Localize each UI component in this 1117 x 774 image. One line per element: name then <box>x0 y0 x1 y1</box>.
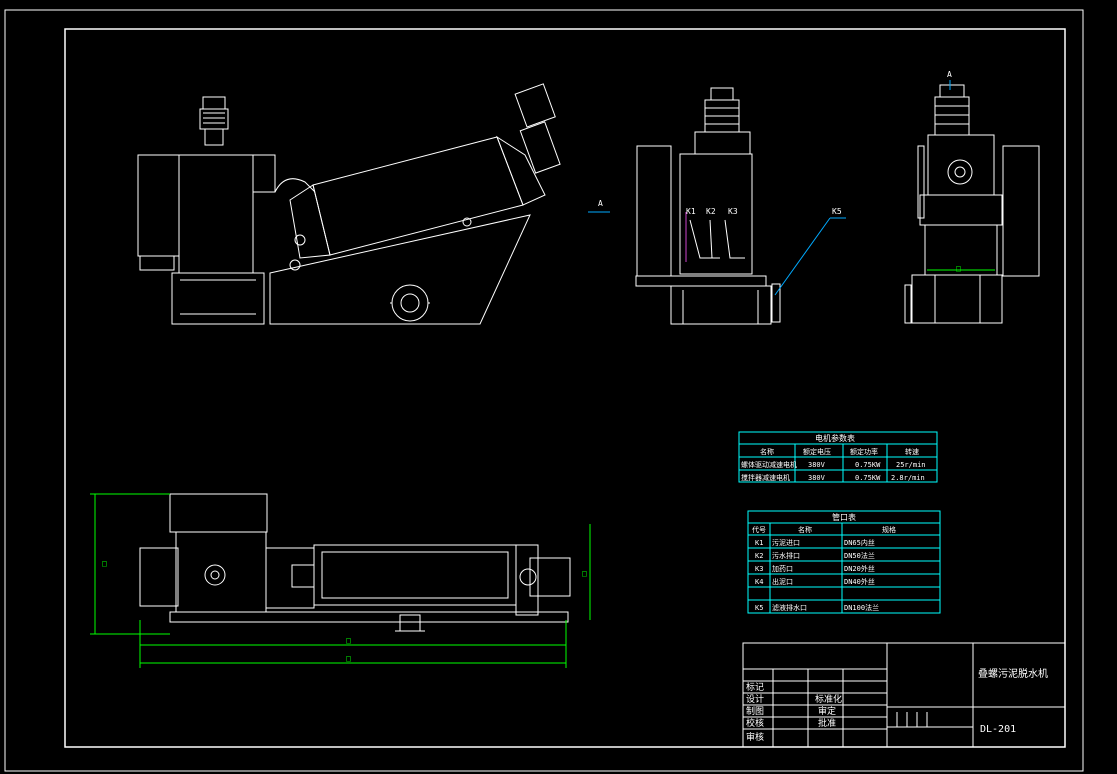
callout-k2: K2 <box>706 207 716 216</box>
port-row4-spec: DN40外丝 <box>844 577 875 586</box>
end-view-marks: A □ <box>927 70 995 273</box>
front-tank <box>679 153 753 275</box>
port-row2-name: 污水排口 <box>772 551 800 560</box>
end-motor <box>934 96 970 136</box>
motor-parameter-table <box>738 431 938 483</box>
motor-row1-voltage: 380V <box>808 461 826 469</box>
port-row6-code: K5 <box>755 604 763 612</box>
inner-frame <box>64 28 1066 748</box>
end-control-box <box>1002 145 1040 277</box>
callout-k5: K5 <box>832 207 842 216</box>
motor-table-text: 电机参数表 名称 额定电压 额定功率 转速 螺体驱动减速电机 380V 0.75… <box>741 433 926 482</box>
label-design: 设计 <box>746 693 764 705</box>
section-arrow-a: A <box>588 199 610 213</box>
port-row4-code: K4 <box>755 578 763 586</box>
end-section-mark: A <box>947 70 952 79</box>
end-gearbox <box>927 134 995 196</box>
end-view <box>904 84 1040 324</box>
drawing-number: DL-201 <box>980 724 1016 735</box>
motor-row1-power: 0.75KW <box>855 461 881 469</box>
motor-row2-power: 0.75KW <box>855 474 881 482</box>
plan-screw-body <box>313 544 517 606</box>
label-drafting: 制图 <box>746 705 764 717</box>
screw-thickener-body <box>312 136 524 256</box>
front-base <box>670 285 772 325</box>
front-view <box>635 87 781 325</box>
motor-body <box>199 108 229 130</box>
plan-control-box <box>169 493 268 533</box>
motor-row1-name: 螺体驱动减速电机 <box>741 460 797 469</box>
front-view-callouts: K1 K2 K3 K5 <box>686 207 846 296</box>
port-row1-code: K1 <box>755 539 763 547</box>
port-row2-code: K2 <box>755 552 763 560</box>
label-check: 校核 <box>746 717 764 729</box>
motor-header-voltage: 额定电压 <box>803 447 831 456</box>
motor-top-cap <box>202 96 226 110</box>
title-block <box>742 642 1066 748</box>
label-approval-review: 审定 <box>818 705 836 717</box>
plan-dim-label-height: □ <box>102 559 107 568</box>
motor-header-power: 额定功率 <box>850 447 878 456</box>
base-frame <box>171 272 265 325</box>
port-row4-name: 出泥口 <box>772 577 793 586</box>
flocculation-tank <box>178 154 254 274</box>
label-standardization: 标准化 <box>815 693 842 705</box>
motor-row2-name: 搅拌器减速电机 <box>741 473 790 482</box>
motor-row2-speed: 2.8r/min <box>891 474 925 482</box>
port-table <box>747 510 941 614</box>
title-block-text: 叠螺污泥脱水机 DL-201 标记 设计 制图 校核 审核 标准化 审定 批准 <box>746 667 1048 743</box>
discharge-chute <box>269 214 531 325</box>
callout-k1: K1 <box>686 207 696 216</box>
gearbox <box>204 128 224 146</box>
plan-dimensions: □ □ □ □ <box>90 493 591 668</box>
front-control-box <box>636 145 672 277</box>
port-header-name: 名称 <box>798 525 812 534</box>
port-row3-spec: DN20外丝 <box>844 564 875 573</box>
outer-border <box>4 9 1084 772</box>
port-row2-spec: DN50法兰 <box>844 551 875 560</box>
port-row3-code: K3 <box>755 565 763 573</box>
plan-tank <box>175 531 267 613</box>
control-box <box>137 154 180 257</box>
port-row1-spec: DN65内丝 <box>844 538 875 547</box>
port-row6-name: 滤液排水口 <box>772 603 807 612</box>
motor-header-name: 名称 <box>760 447 774 456</box>
plan-drive <box>529 557 571 597</box>
motor-header-speed: 转速 <box>905 447 919 456</box>
motor-row2-voltage: 380V <box>808 474 826 482</box>
end-dim-label: □ <box>956 264 961 273</box>
section-mark-label: A <box>598 199 603 208</box>
motor-table-heading: 电机参数表 <box>815 433 855 443</box>
drawing-title: 叠螺污泥脱水机 <box>978 667 1048 680</box>
plan-dim-label-inner: □ <box>346 636 351 645</box>
port-header-spec: 规格 <box>882 525 896 534</box>
outlet-flange <box>391 284 429 322</box>
label-approve: 批准 <box>818 717 836 729</box>
screw-drive-gearbox <box>519 121 561 174</box>
label-mark: 标记 <box>746 681 764 693</box>
elbow-pipe <box>274 178 316 193</box>
end-base <box>911 274 1003 324</box>
port-table-text: 管口表 代号 名称 规格 K1 污泥进口 DN65内丝 K2 污水排口 DN50… <box>752 512 896 612</box>
port-table-heading: 管口表 <box>832 512 856 522</box>
plan-dim-label-width: □ <box>582 569 587 578</box>
drain-fitting <box>139 255 175 271</box>
side-elevation-view <box>137 83 561 325</box>
callout-k3: K3 <box>728 207 738 216</box>
port-header-code: 代号 <box>752 525 766 534</box>
port-row3-name: 加药口 <box>772 564 793 573</box>
motor-row1-speed: 25r/min <box>896 461 926 469</box>
plan-dim-label-overall: □ <box>346 654 351 663</box>
port-row1-name: 污泥进口 <box>772 539 800 547</box>
port-row6-spec: DN100法兰 <box>844 603 879 612</box>
label-review: 审核 <box>746 731 764 743</box>
screw-drive-motor <box>514 83 556 128</box>
plan-view <box>139 493 571 632</box>
